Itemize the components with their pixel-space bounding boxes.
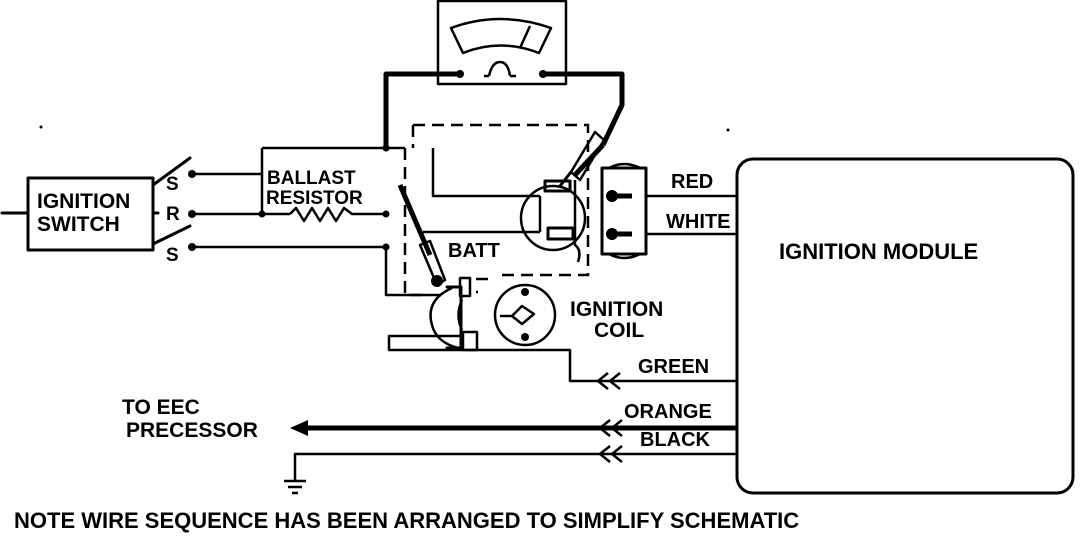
green-wire <box>387 334 737 390</box>
ignition-switch-label-line2: SWITCH <box>37 213 120 236</box>
black-wire <box>284 445 737 495</box>
ground-icon <box>284 479 306 495</box>
eec-label-line2: PRECESSOR <box>126 419 258 442</box>
ballast-resistor: BALLAST RESISTOR <box>260 144 405 223</box>
ignition-switch-label-line1: IGNITION <box>37 190 130 213</box>
ignition-module: IGNITION MODULE <box>735 157 1075 495</box>
ballast-resistor-label-line2: RESISTOR <box>266 188 363 209</box>
ignition-module-label: IGNITION MODULE <box>779 239 978 264</box>
module-plug <box>600 162 737 260</box>
ignition-switch: IGNITION SWITCH S R S <box>0 156 192 266</box>
ignition-coil-label-line1: IGNITION <box>570 298 663 321</box>
coil-terminal <box>397 184 488 352</box>
ballast-resistor-label-line1: BALLAST <box>267 168 356 189</box>
resistor-zigzag <box>289 206 386 223</box>
terminal-s-top-label: S <box>166 174 179 195</box>
wire-black-label: BLACK <box>640 429 711 451</box>
batt-label: BATT <box>448 240 500 262</box>
wire-green-label: GREEN <box>638 356 709 378</box>
terminal-r-label: R <box>166 204 180 225</box>
terminal-s-bottom-label: S <box>166 245 179 266</box>
wire-orange-label: ORANGE <box>624 401 712 423</box>
meter <box>383 0 625 148</box>
ignition-coil-label-line2: COIL <box>594 319 644 342</box>
orange-wire <box>290 419 737 437</box>
wire-white-label: WHITE <box>666 211 730 233</box>
eec-label-line1: TO EEC <box>122 396 200 419</box>
distributor-connector <box>384 130 606 297</box>
ignition-coil <box>493 283 557 347</box>
schematic-note: NOTE WIRE SEQUENCE HAS BEEN ARRANGED TO … <box>14 508 800 533</box>
wire-red-label: RED <box>671 171 713 193</box>
